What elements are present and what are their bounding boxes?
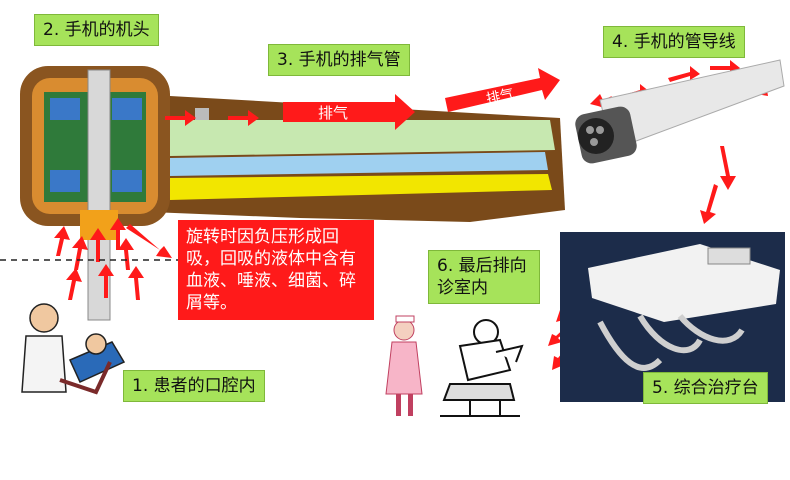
tubing-connector bbox=[575, 59, 785, 164]
dentist-chair-figure bbox=[440, 319, 524, 417]
exhaust-arrow-2 bbox=[445, 68, 560, 112]
label-patient-mouth: 1. 患者的口腔内 bbox=[123, 370, 265, 402]
exhaust-arrow-1 bbox=[283, 94, 415, 130]
label-tubing: 4. 手机的管导线 bbox=[603, 26, 745, 58]
label-handpiece-head: 2. 手机的机头 bbox=[34, 14, 159, 46]
exhaust-arrow-label-1: 排气 bbox=[318, 104, 349, 122]
label-exhaust-pipe: 3. 手机的排气管 bbox=[268, 44, 410, 76]
callout-backflow: 旋转时因负压形成回吸，回吸的液体中含有血液、唾液、细菌、碎屑等。 bbox=[178, 220, 374, 320]
exhaust-channels bbox=[170, 120, 555, 200]
label-treatment-unit: 5. 综合治疗台 bbox=[643, 372, 768, 404]
nurse-figure bbox=[385, 315, 423, 416]
label-final-discharge: 6. 最后排向 诊室内 bbox=[428, 250, 540, 304]
dentist-patient-figure bbox=[21, 303, 126, 395]
